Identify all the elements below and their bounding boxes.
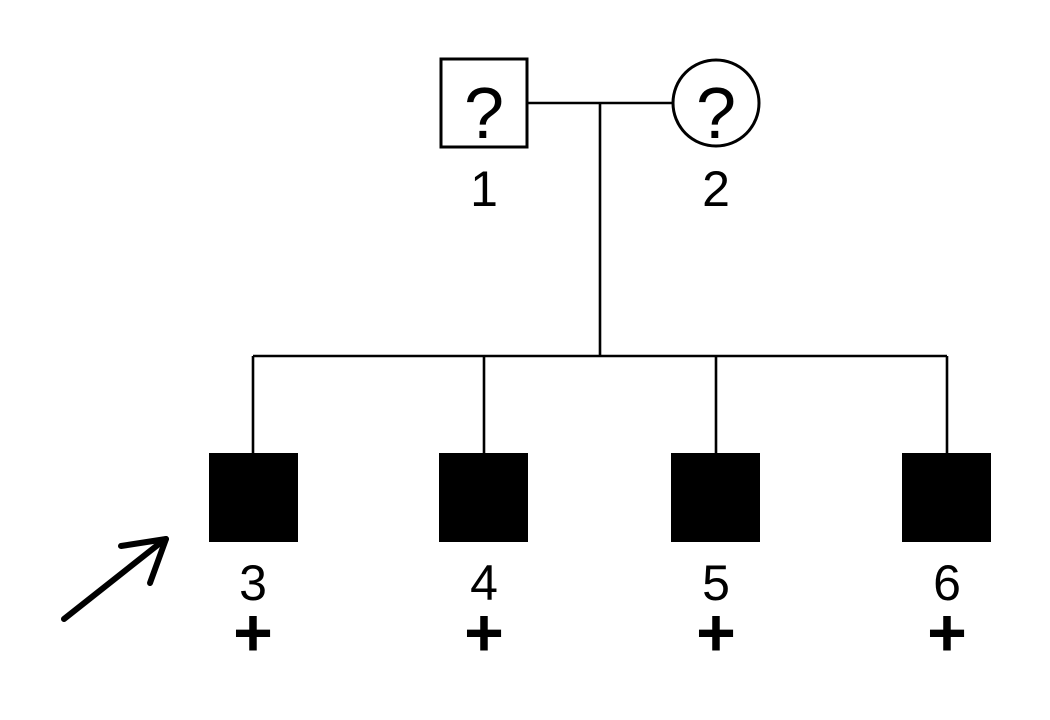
individual-id-label: 6 xyxy=(933,555,961,611)
male-square-symbol-affected xyxy=(671,453,760,542)
proband-arrow-barb-bottom xyxy=(147,536,169,586)
male-square-symbol-affected xyxy=(439,453,528,542)
female-circle-symbol xyxy=(671,58,761,148)
male-square-symbol xyxy=(439,57,529,149)
proband-arrow-barb-left xyxy=(118,536,169,549)
individual-3: 3 + xyxy=(209,453,298,671)
individual-1: ? 1 xyxy=(439,57,529,217)
individual-id-label: 3 xyxy=(239,555,267,611)
male-square-symbol-affected xyxy=(902,453,991,542)
unknown-status-mark: ? xyxy=(464,74,504,154)
plus-marker: + xyxy=(696,595,736,671)
individual-id-label: 2 xyxy=(702,161,730,217)
proband-arrow-icon xyxy=(61,536,169,622)
individual-id-label: 1 xyxy=(470,161,498,217)
plus-marker: + xyxy=(927,595,967,671)
individual-5: 5 + xyxy=(671,453,760,671)
unknown-status-mark: ? xyxy=(696,74,736,154)
individual-6: 6 + xyxy=(902,453,991,671)
individual-4: 4 + xyxy=(439,453,528,671)
plus-marker: + xyxy=(464,595,504,671)
individual-2: ? 2 xyxy=(671,58,761,217)
connector-lines xyxy=(251,101,949,454)
individual-id-label: 4 xyxy=(470,555,498,611)
plus-marker: + xyxy=(233,595,273,671)
male-square-symbol-affected xyxy=(209,453,298,542)
proband-arrow-shaft xyxy=(61,537,167,622)
individual-id-label: 5 xyxy=(702,555,730,611)
